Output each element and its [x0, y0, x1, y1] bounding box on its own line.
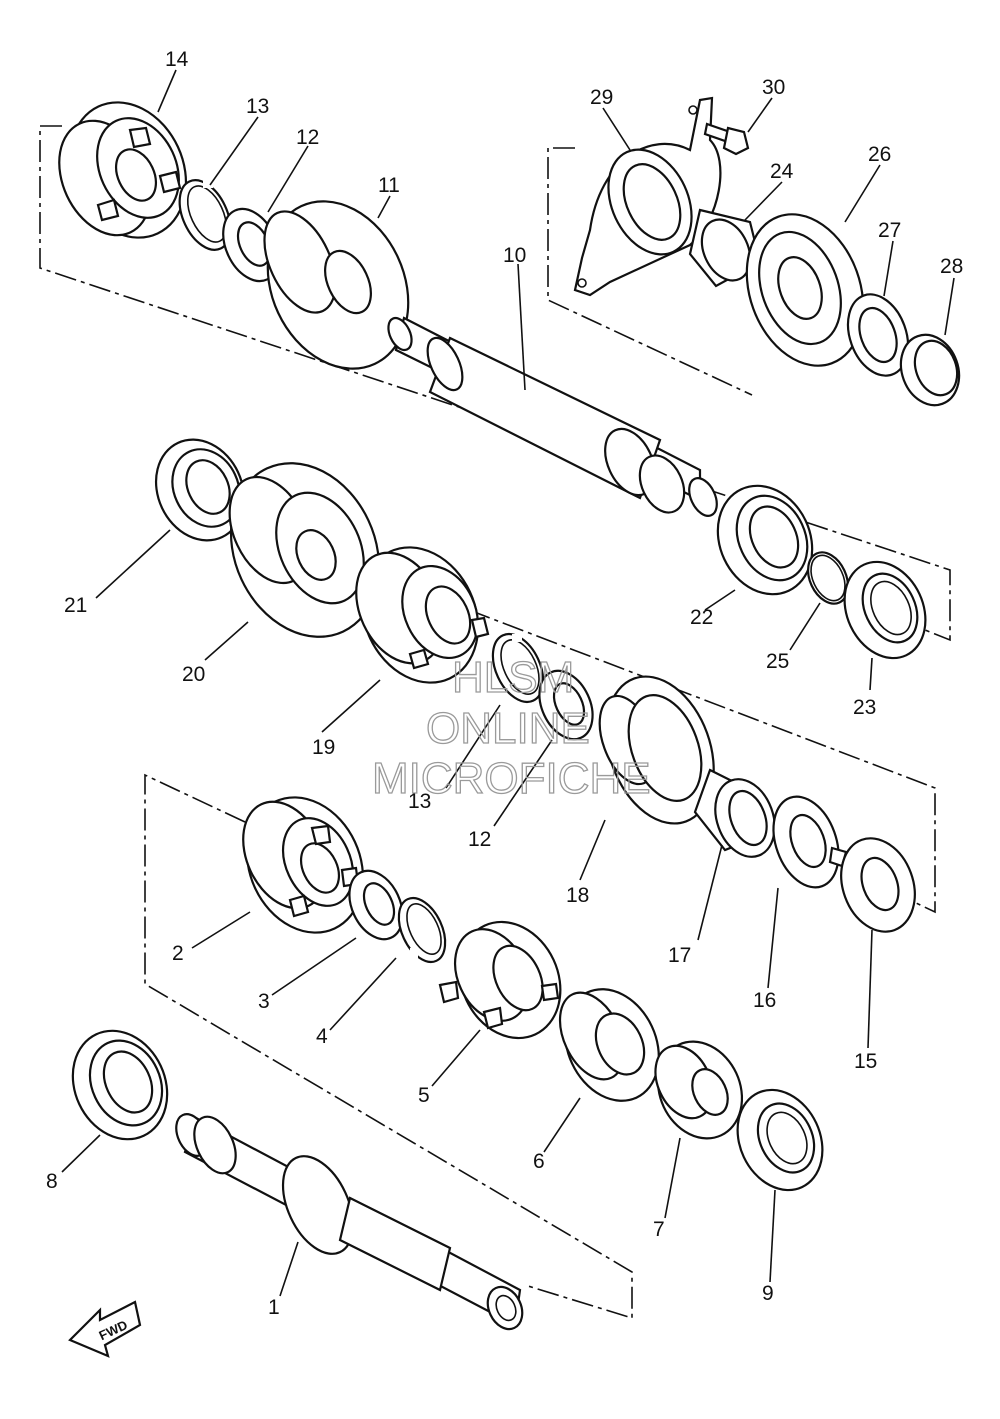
callout-2: 2: [172, 942, 184, 965]
part-18-gear[interactable]: [587, 661, 733, 838]
callout-29: 29: [590, 86, 613, 109]
part-21-bearing[interactable]: [140, 425, 260, 555]
callout-22: 22: [690, 606, 713, 629]
part-2-gear[interactable]: [226, 778, 385, 951]
callout-5: 5: [418, 1084, 430, 1107]
callout-28: 28: [940, 255, 963, 278]
callout-30: 30: [762, 76, 785, 99]
part-7-gear[interactable]: [643, 1028, 758, 1152]
part-14-gear[interactable]: [42, 83, 208, 256]
callout-15: 15: [854, 1050, 877, 1073]
callout-26: 26: [868, 143, 891, 166]
callout-7: 7: [653, 1218, 665, 1241]
part-8-bearing[interactable]: [56, 1015, 185, 1155]
watermark-line-3: MICROFICHE: [372, 754, 651, 803]
callout-20: 20: [182, 663, 205, 686]
callout-18: 18: [566, 884, 589, 907]
part-25-o-ring[interactable]: [800, 546, 855, 610]
part-13-circlip-lower[interactable]: [483, 626, 553, 710]
part-23-oil-seal[interactable]: [829, 549, 940, 672]
watermark-line-2: ONLINE: [426, 704, 590, 753]
callout-13-lower: 13: [408, 790, 431, 813]
callout-12-lower: 12: [468, 828, 491, 851]
part-9-bearing[interactable]: [722, 1076, 838, 1204]
fwd-arrow-icon: FWD: [68, 1300, 142, 1358]
part-24-collar[interactable]: [688, 208, 762, 288]
callout-27: 27: [878, 219, 901, 242]
callout-24: 24: [770, 160, 794, 183]
part-6-gear[interactable]: [547, 974, 676, 1116]
part-11-gear[interactable]: [241, 178, 434, 391]
callout-13-upper: 13: [246, 95, 269, 118]
callout-9: 9: [762, 1282, 774, 1305]
callout-17: 17: [668, 944, 691, 967]
assembly-outline-cover: [547, 147, 753, 396]
callout-3: 3: [258, 990, 270, 1013]
part-1-drive-axle[interactable]: [170, 1109, 529, 1335]
assembly-outline-upper: [39, 125, 951, 642]
callout-23: 23: [853, 696, 876, 719]
watermark-line-1: HLSM: [452, 653, 574, 702]
callout-12-upper: 12: [296, 126, 319, 149]
part-19-gear[interactable]: [339, 528, 499, 701]
callout-21: 21: [64, 594, 87, 617]
callout-25: 25: [766, 650, 789, 673]
part-17-needle-bearing[interactable]: [693, 768, 785, 865]
callout-labels: 14 13 12 11 10 29 30 24 26 27 28 21 20 1…: [46, 48, 963, 1319]
part-3-washer[interactable]: [339, 862, 413, 948]
part-15-washer[interactable]: [829, 828, 928, 942]
callout-4: 4: [316, 1025, 328, 1048]
callout-14: 14: [165, 48, 189, 71]
callout-19: 19: [312, 736, 335, 759]
part-5-gear[interactable]: [438, 905, 579, 1054]
callout-8: 8: [46, 1170, 58, 1193]
callout-11: 11: [378, 174, 400, 197]
part-27-lock-washer[interactable]: [837, 286, 918, 384]
callout-1: 1: [268, 1296, 280, 1319]
part-22-bearing[interactable]: [701, 470, 830, 610]
leader-lines: [61, 69, 955, 1297]
part-12-washer-lower[interactable]: [529, 662, 603, 748]
part-4-circlip[interactable]: [390, 891, 455, 970]
part-13-circlip-upper[interactable]: [169, 172, 240, 258]
part-29-retainer[interactable]: [573, 96, 722, 297]
callout-16: 16: [753, 989, 776, 1012]
part-12-washer-upper[interactable]: [212, 200, 289, 290]
part-20-gear[interactable]: [204, 439, 407, 661]
part-16-lock-washer[interactable]: [762, 788, 851, 897]
callout-6: 6: [533, 1150, 545, 1173]
part-28-nut[interactable]: [891, 327, 968, 414]
part-26-sprocket[interactable]: [727, 198, 884, 382]
part-10-main-shaft[interactable]: [384, 314, 723, 520]
assembly-outline-lower: [144, 773, 633, 1320]
part-30-screw[interactable]: [703, 122, 750, 156]
callout-10: 10: [503, 244, 526, 267]
watermark: HLSM ONLINE MICROFICHE: [371, 652, 651, 803]
